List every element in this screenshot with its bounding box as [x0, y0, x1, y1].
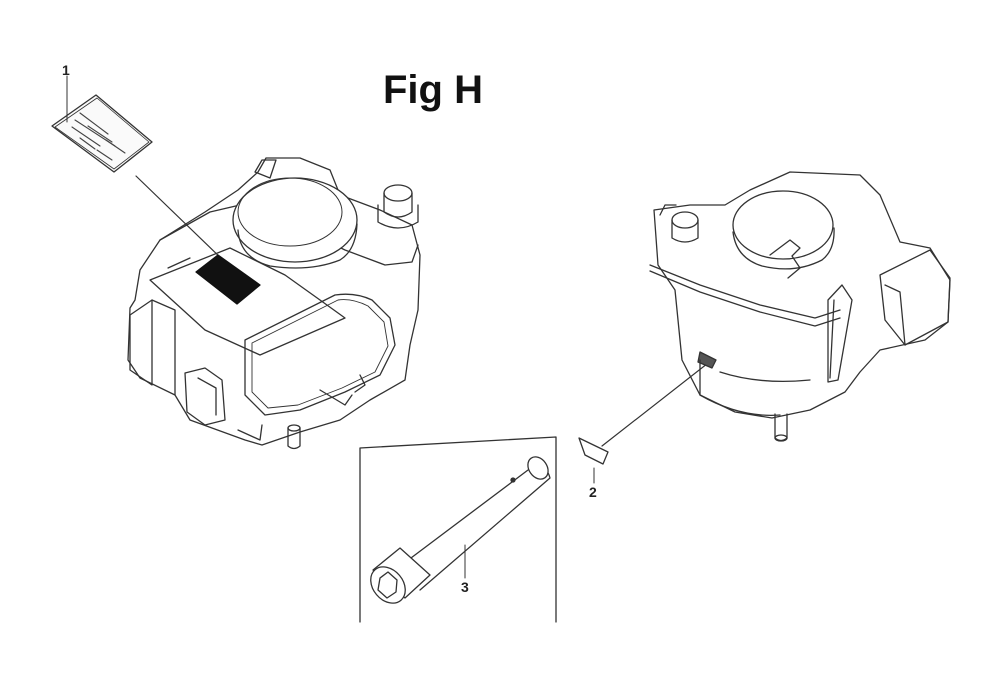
engine-left [127, 157, 421, 450]
engine-right [649, 171, 951, 442]
leader-line-tag [601, 359, 713, 447]
figure-title: Fig H [383, 68, 483, 112]
callout-2: 2 [589, 484, 597, 500]
spark-plug-wrench [370, 456, 551, 604]
callout-1: 1 [62, 62, 70, 78]
label-plate [51, 94, 153, 173]
tag-part [578, 437, 609, 465]
leader-line-label [135, 175, 226, 263]
wrench-box [359, 436, 557, 623]
callout-3: 3 [461, 579, 469, 595]
